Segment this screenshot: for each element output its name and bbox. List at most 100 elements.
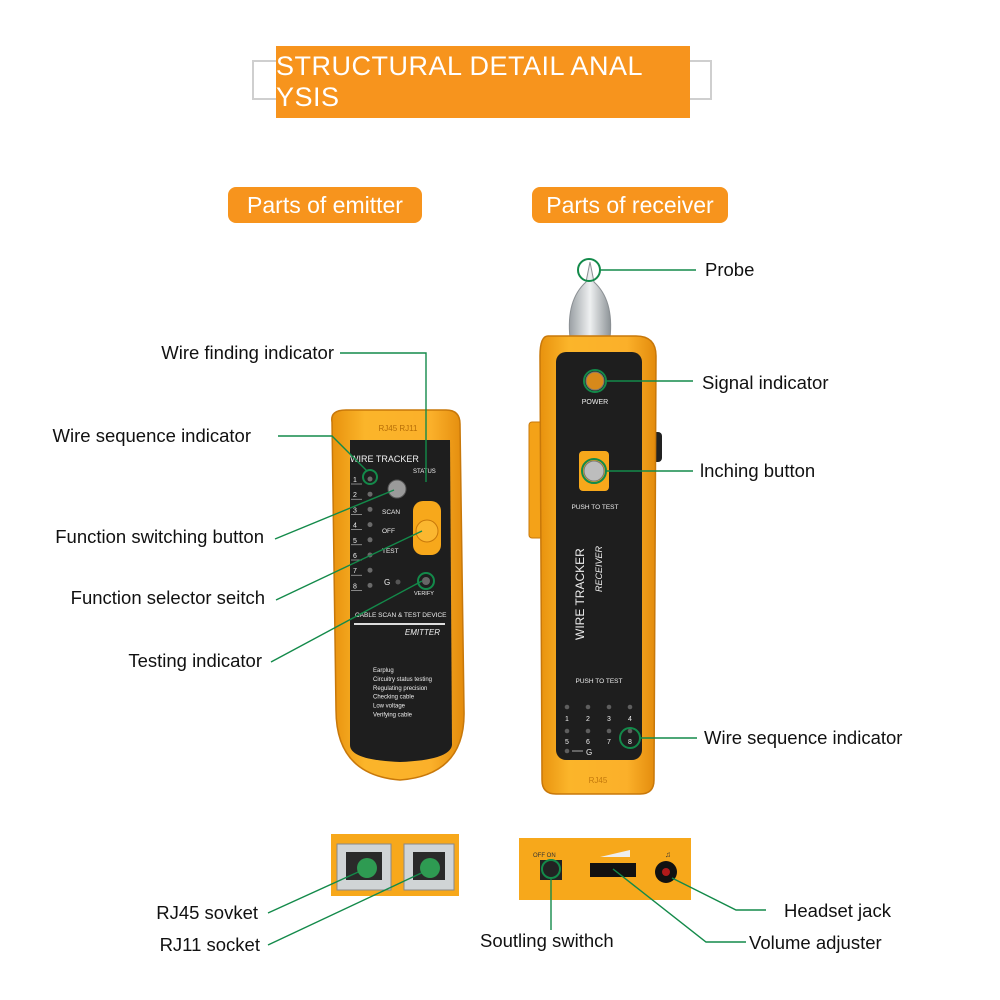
emitter-feature-text: Low voltage xyxy=(373,704,406,710)
page-title: STRUCTURAL DETAIL ANAL YSIS xyxy=(276,46,690,118)
leader-wire-finding xyxy=(340,352,427,482)
label-receiver-sequence: Wire sequence indicator xyxy=(704,727,903,748)
emitter-ground-label: G xyxy=(384,578,390,587)
receiver-pin-led xyxy=(606,704,612,710)
device-line-text: CABLE SCAN & TEST DEVICE xyxy=(355,612,447,619)
emitter-pin-led xyxy=(367,537,373,543)
emitter-pin-led xyxy=(367,522,373,528)
volume-wheel[interactable] xyxy=(590,863,636,877)
label-headset: Headset jack xyxy=(784,900,891,921)
receiver-pin-led xyxy=(627,704,633,710)
label-function-selector: Function selector seitch xyxy=(70,587,265,608)
emitter-port-mark: RJ45 RJ11 xyxy=(379,424,419,433)
label-wire-finding: Wire finding indicator xyxy=(161,342,334,363)
emitter-pin-led xyxy=(367,506,373,512)
page-title-text: STRUCTURAL DETAIL ANAL YSIS xyxy=(276,51,643,112)
test-label: TEST xyxy=(382,548,399,555)
receiver-pin-led xyxy=(564,728,570,734)
emitter-pin-label: 1 xyxy=(353,477,357,484)
leader-testing xyxy=(270,580,423,663)
receiver-pin-led xyxy=(564,704,570,710)
receiver-pin-led xyxy=(585,704,591,710)
leader-headset xyxy=(671,877,766,911)
emitter-pin-label: 5 xyxy=(353,538,357,545)
socket-panel xyxy=(331,834,459,896)
emitter-device: RJ45 RJ11 WIRE TRACKER STATUS 1 2 3 4 5 6 7 8 S… xyxy=(331,409,465,781)
emitter-model: EMITTER xyxy=(405,628,440,637)
receiver-pin-label: 6 xyxy=(586,739,590,746)
headphone-icon: ♫ xyxy=(665,850,671,859)
emitter-pin-label: 2 xyxy=(353,492,357,499)
label-signal: Signal indicator xyxy=(702,372,829,393)
inching-button[interactable] xyxy=(583,460,605,482)
emitter-status-label: STATUS xyxy=(413,469,436,475)
label-inching: lnching button xyxy=(700,460,816,481)
receiver-pin-label: 8 xyxy=(628,739,632,746)
leader-wire-sequence xyxy=(278,435,368,472)
leader-volume xyxy=(612,868,746,943)
off-label: OFF xyxy=(382,528,395,535)
scan-label: SCAN xyxy=(382,509,400,516)
receiver-push-label-2: PUSH TO TEST xyxy=(576,678,623,685)
emitter-pin-label: 6 xyxy=(353,553,357,560)
off-on-label: OFF ON xyxy=(533,853,556,859)
leader-rj11 xyxy=(267,867,433,946)
receiver-section-pill: Parts of receiver xyxy=(532,187,728,223)
label-testing: Testing indicator xyxy=(128,650,262,671)
receiver-push-label: PUSH TO TEST xyxy=(572,504,619,511)
receiver-bottom-mark: RJ45 xyxy=(589,776,608,785)
receiver-pin-led xyxy=(627,728,633,734)
verify-label: VERIFY xyxy=(414,591,434,597)
emitter-feature-text: Checking cable xyxy=(373,695,415,701)
receiver-pin-label: 4 xyxy=(628,716,632,723)
power-label: POWER xyxy=(582,399,608,406)
receiver-pin-led xyxy=(585,728,591,734)
receiver-pin-label: 7 xyxy=(607,739,611,746)
emitter-feature-text: Verifying cable xyxy=(373,713,413,719)
emitter-pin-label: 7 xyxy=(353,568,357,575)
receiver-name: WIRE TRACKER xyxy=(573,548,587,640)
emitter-feature-text: Regulating precision xyxy=(373,686,427,692)
socket-dots xyxy=(357,858,440,878)
emitter-name: WIRE TRACKER xyxy=(350,454,419,464)
receiver-device: POWER PUSH TO TEST WIRE TRACKER RECEIVER… xyxy=(528,261,662,795)
emitter-pin-led xyxy=(367,567,373,573)
label-function-button: Function switching button xyxy=(55,526,264,547)
label-rj11: RJ11 socket xyxy=(159,934,260,955)
receiver-pin-label: 3 xyxy=(607,716,611,723)
emitter-feature-text: Circuitry status testing xyxy=(373,677,432,683)
emitter-pin-led xyxy=(367,476,373,482)
leader-function-selector xyxy=(275,530,423,601)
callout-lines xyxy=(267,269,766,946)
emitter-pin-led xyxy=(367,582,373,588)
label-rj45: RJ45 sovket xyxy=(156,902,258,923)
label-probe: Probe xyxy=(705,259,755,280)
emitter-section-pill: Parts of emitter xyxy=(228,187,422,223)
leader-rj45 xyxy=(267,867,368,914)
leader-function-button xyxy=(274,489,395,540)
emitter-pin-label: 8 xyxy=(353,583,357,590)
emitter-feature-text: Earplug xyxy=(373,668,394,674)
probe[interactable] xyxy=(568,261,612,339)
receiver-model: RECEIVER xyxy=(594,545,604,592)
emitter-pin-label: 4 xyxy=(353,523,357,530)
receiver-ground-led xyxy=(564,748,570,754)
receiver-pin-label: 1 xyxy=(565,716,569,723)
wire-finding-led xyxy=(387,479,407,499)
emitter-pin-label: 3 xyxy=(353,507,357,514)
function-switching-button[interactable] xyxy=(415,519,439,543)
label-wire-sequence: Wire sequence indicator xyxy=(52,425,251,446)
receiver-ground-label: G xyxy=(586,748,592,757)
label-volume: Volume adjuster xyxy=(749,932,882,953)
switch-panel: OFF ON ♫ xyxy=(519,838,691,900)
emitter-section-label: Parts of emitter xyxy=(247,191,403,218)
emitter-pin-led xyxy=(367,491,373,497)
testing-led xyxy=(422,577,430,585)
callout-rings xyxy=(362,258,641,879)
receiver-section-label: Parts of receiver xyxy=(546,191,714,218)
receiver-pin-label: 2 xyxy=(586,716,590,723)
ground-led xyxy=(395,579,401,585)
receiver-pin-led xyxy=(606,728,612,734)
